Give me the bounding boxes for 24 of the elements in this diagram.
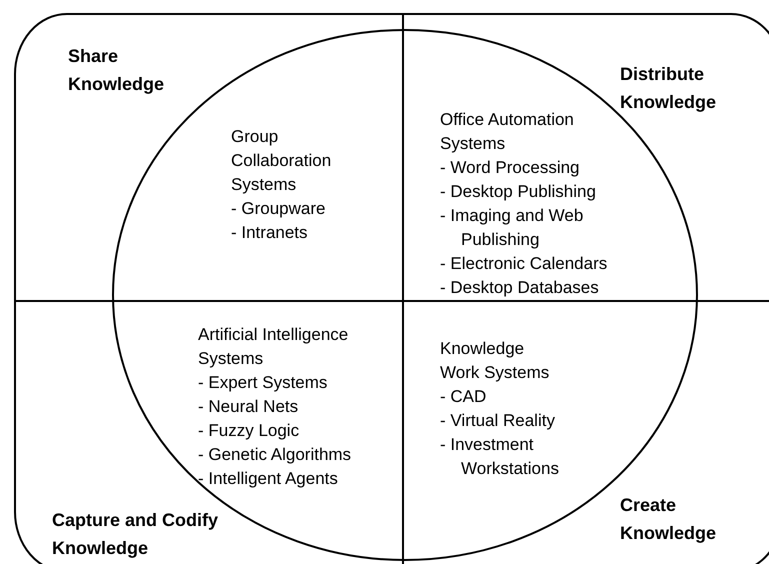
list-item: - Expert Systems (198, 372, 328, 394)
list-item: - Fuzzy Logic (198, 420, 300, 442)
system-title: Artificial Intelligence Systems (198, 324, 350, 370)
rounded-frame (14, 13, 769, 564)
list-item: - Groupware (231, 198, 326, 220)
list-item: - CAD (440, 386, 488, 408)
quadrant-heading: Share Knowledge (68, 45, 166, 96)
quadrant-heading: Capture and Codify Knowledge (52, 509, 220, 560)
list-item: - Electronic Calendars (440, 253, 608, 275)
list-item: - Virtual Reality (440, 410, 556, 432)
system-title: Office Automation Systems (440, 109, 575, 155)
list-item: - Imaging and Web Publishing (440, 205, 584, 251)
quadrant-heading: Distribute Knowledge (620, 63, 718, 114)
quadrant-heading: Create Knowledge (620, 494, 718, 545)
list-item: - Genetic Algorithms (198, 444, 352, 466)
list-item: - Desktop Publishing (440, 181, 597, 203)
list-item: - Investment Workstations (440, 434, 560, 480)
system-title: Group Collaboration Systems (231, 126, 332, 196)
list-item: - Desktop Databases (440, 277, 600, 299)
list-item: - Word Processing (440, 157, 581, 179)
list-item: - Intranets (231, 222, 309, 244)
list-item: - Neural Nets (198, 396, 300, 418)
list-item: - Intelligent Agents (198, 468, 339, 490)
system-title: Knowledge Work Systems (440, 338, 550, 384)
